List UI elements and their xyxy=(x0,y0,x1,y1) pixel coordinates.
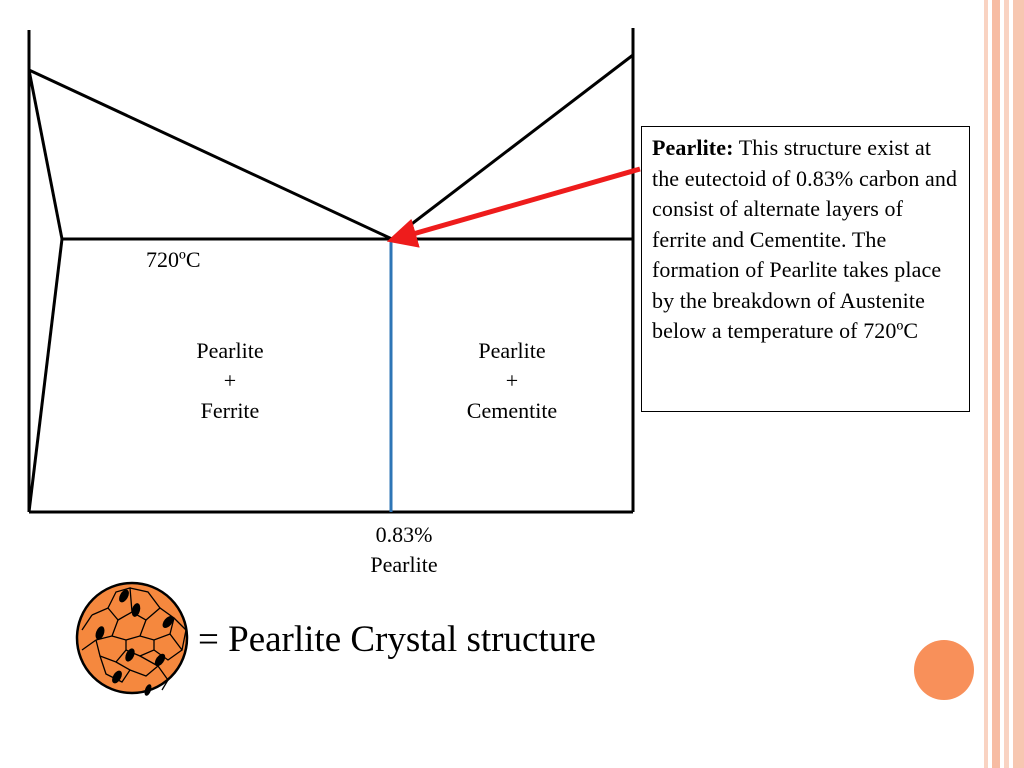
acm-line xyxy=(391,53,634,241)
region-label-line: Pearlite xyxy=(478,338,546,363)
region-label-line: Cementite xyxy=(466,398,558,423)
composition-value: 0.83% xyxy=(375,522,433,547)
legend-text: = Pearlite Crystal structure xyxy=(198,619,596,660)
eutectoid-composition-label: 0.83% Pearlite xyxy=(344,520,464,580)
region-label-line: Ferrite xyxy=(200,398,260,423)
decorative-border xyxy=(984,0,1024,768)
ferrite-boundary-upper xyxy=(27,69,64,240)
region-pearlite-ferrite: Pearlite + Ferrite xyxy=(170,336,290,426)
ferrite-boundary-lower xyxy=(27,238,64,513)
region-label-line: Pearlite xyxy=(196,338,264,363)
callout-title: Pearlite: xyxy=(652,135,734,160)
callout-arrow xyxy=(386,166,641,248)
callout-box xyxy=(641,126,970,412)
a3-line xyxy=(28,68,393,241)
region-label-line: + xyxy=(223,368,237,393)
region-label-line: + xyxy=(505,368,519,393)
region-pearlite-cementite: Pearlite + Cementite xyxy=(437,336,587,426)
temperature-label: 720ºC xyxy=(146,247,201,272)
composition-phase: Pearlite xyxy=(370,552,438,577)
callout-body: This structure exist at the eutectoid of… xyxy=(652,135,958,343)
decorative-dot xyxy=(914,640,974,700)
pearlite-crystal-icon xyxy=(75,581,189,696)
callout-text: Pearlite: This structure exist at the eu… xyxy=(652,133,962,347)
